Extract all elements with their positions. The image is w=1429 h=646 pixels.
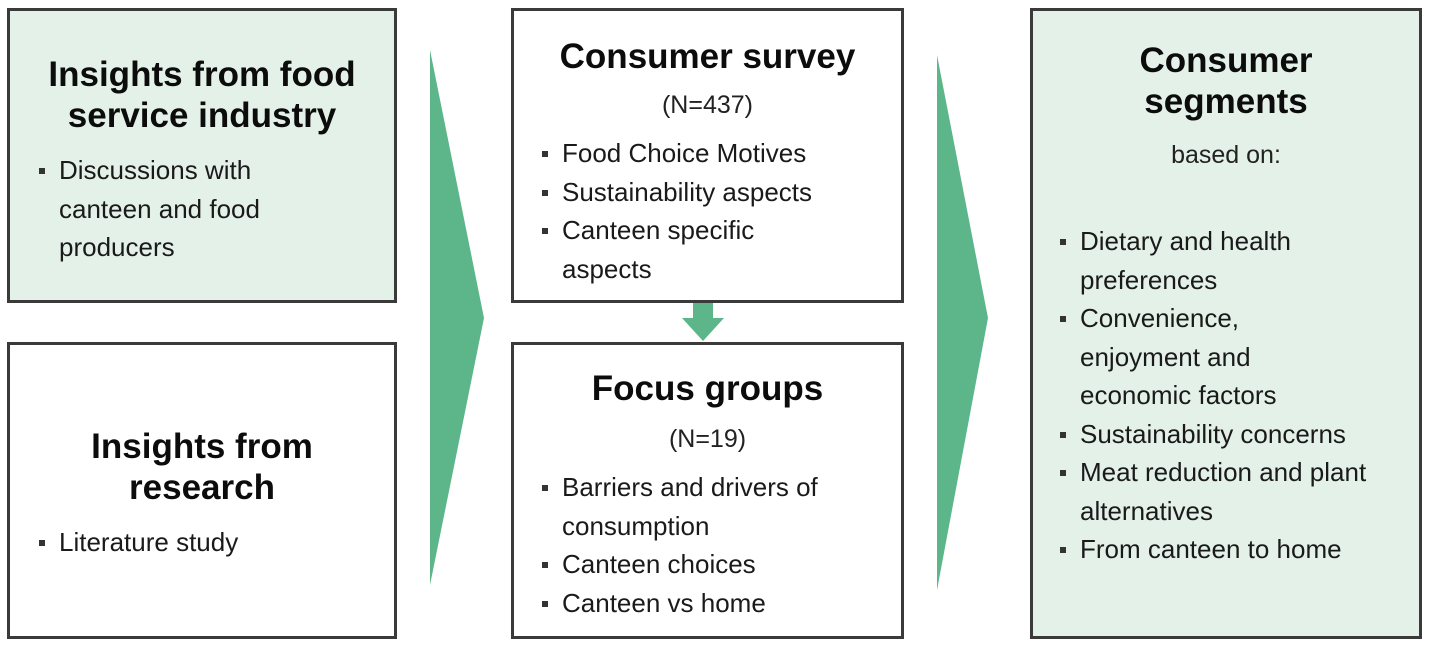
list-item: Convenience, enjoyment and economic fact…	[1058, 299, 1310, 415]
consumer-survey-list: Food Choice Motives Sustainability aspec…	[540, 134, 880, 288]
chevron-arrow-right	[937, 55, 988, 590]
list-item: Dietary and health preferences	[1058, 222, 1345, 299]
consumer-segments-subtitle: based on:	[1171, 141, 1281, 169]
list-item: From canteen to home	[1058, 530, 1403, 569]
list-item: Sustainability aspects	[540, 173, 880, 212]
consumer-survey-title: Consumer survey	[559, 37, 856, 76]
list-item: Barriers and drivers of consumption	[540, 468, 860, 545]
list-item: Canteen specific aspects	[540, 211, 812, 288]
list-item: Literature study	[37, 523, 337, 562]
consumer-segments-box: Consumer segments based on: Dietary and …	[1030, 8, 1422, 639]
industry-insights-title: Insights from food service industry	[48, 55, 356, 135]
industry-insights-list: Discussions with canteen and food produc…	[37, 151, 297, 267]
research-insights-list: Literature study	[37, 523, 337, 562]
consumer-segments-list: Dietary and health preferences Convenien…	[1058, 222, 1403, 569]
consumer-survey-sample-size: (N=437)	[661, 91, 753, 119]
chevron-arrow-left	[430, 50, 484, 585]
research-insights-title: Insights from research	[91, 427, 313, 507]
list-item: Food Choice Motives	[540, 134, 880, 173]
down-arrow	[682, 303, 724, 341]
focus-groups-title: Focus groups	[591, 369, 824, 408]
list-item: Meat reduction and plant alternatives	[1058, 453, 1370, 530]
industry-insights-box: Insights from food service industry Disc…	[7, 8, 397, 303]
consumer-segments-title: Consumer segments	[1139, 41, 1313, 121]
research-insights-box: Insights from research Literature study	[7, 342, 397, 639]
list-item: Canteen vs home	[540, 584, 860, 623]
list-item: Canteen choices	[540, 545, 860, 584]
list-item: Sustainability concerns	[1058, 415, 1403, 454]
focus-groups-sample-size: (N=19)	[668, 425, 747, 453]
consumer-survey-box: Consumer survey (N=437) Food Choice Moti…	[511, 8, 904, 303]
focus-groups-box: Focus groups (N=19) Barriers and drivers…	[511, 342, 904, 639]
focus-groups-list: Barriers and drivers of consumption Cant…	[540, 468, 860, 622]
list-item: Discussions with canteen and food produc…	[37, 151, 297, 267]
